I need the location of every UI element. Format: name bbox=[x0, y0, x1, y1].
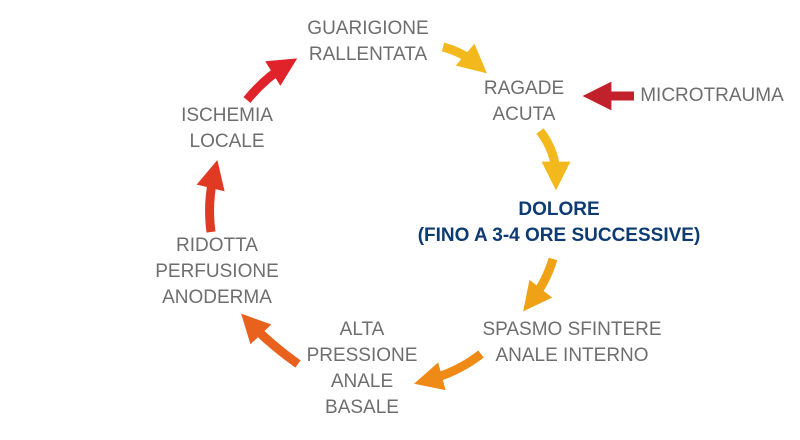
node-line: BASALE bbox=[325, 397, 399, 418]
arrow-ragade-to-dolore bbox=[536, 128, 571, 191]
node-line: PRESSIONE bbox=[306, 345, 418, 366]
node-dolore: DOLORE (FINO A 3-4 ORE SUCCESSIVE) bbox=[418, 197, 701, 249]
node-microtrauma: MICROTRAUMA bbox=[640, 83, 784, 109]
node-line: MICROTRAUMA bbox=[640, 85, 784, 106]
arrow-perfusione-to-ischemia bbox=[196, 160, 225, 233]
node-line: GUARIGIONE bbox=[307, 18, 429, 39]
node-ridotta-perfusione: RIDOTTA PERFUSIONE ANODERMA bbox=[155, 233, 279, 311]
node-line: RIDOTTA bbox=[176, 235, 258, 256]
node-line: ANALE bbox=[330, 371, 394, 392]
arrow-dolore-to-spasmo bbox=[523, 257, 558, 312]
node-guarigione-rallentata: GUARIGIONE RALLENTATA bbox=[307, 16, 428, 68]
node-line: ACUTA bbox=[492, 104, 556, 125]
node-line: PERFUSIONE bbox=[155, 261, 279, 282]
node-line: ALTA bbox=[339, 319, 385, 340]
arrow-ischemia-to-guarigione bbox=[243, 58, 298, 103]
arrow-spasmo-to-pressione bbox=[414, 350, 484, 391]
node-line: ANODERMA bbox=[162, 287, 272, 308]
node-alta-pressione: ALTA PRESSIONE ANALE BASALE bbox=[307, 317, 418, 421]
node-line: (FINO A 3-4 ORE SUCCESSIVE) bbox=[417, 225, 701, 246]
node-line: ANALE INTERNO bbox=[495, 345, 649, 366]
node-ragade-acuta: RAGADE ACUTA bbox=[484, 76, 564, 128]
node-spasmo-sfintere: SPASMO SFINTERE ANALE INTERNO bbox=[482, 317, 661, 369]
node-line: DOLORE bbox=[518, 199, 600, 220]
node-line: RAGADE bbox=[483, 78, 565, 99]
arrow-pressione-to-perfusione bbox=[241, 313, 301, 368]
node-line: RALLENTATA bbox=[308, 44, 428, 65]
arrow-guarigione-to-ragade bbox=[441, 42, 487, 74]
node-ischemia-locale: ISCHEMIA LOCALE bbox=[181, 103, 273, 155]
node-line: LOCALE bbox=[189, 131, 265, 152]
node-line: ISCHEMIA bbox=[181, 105, 273, 126]
node-line: SPASMO SFINTERE bbox=[482, 319, 662, 340]
